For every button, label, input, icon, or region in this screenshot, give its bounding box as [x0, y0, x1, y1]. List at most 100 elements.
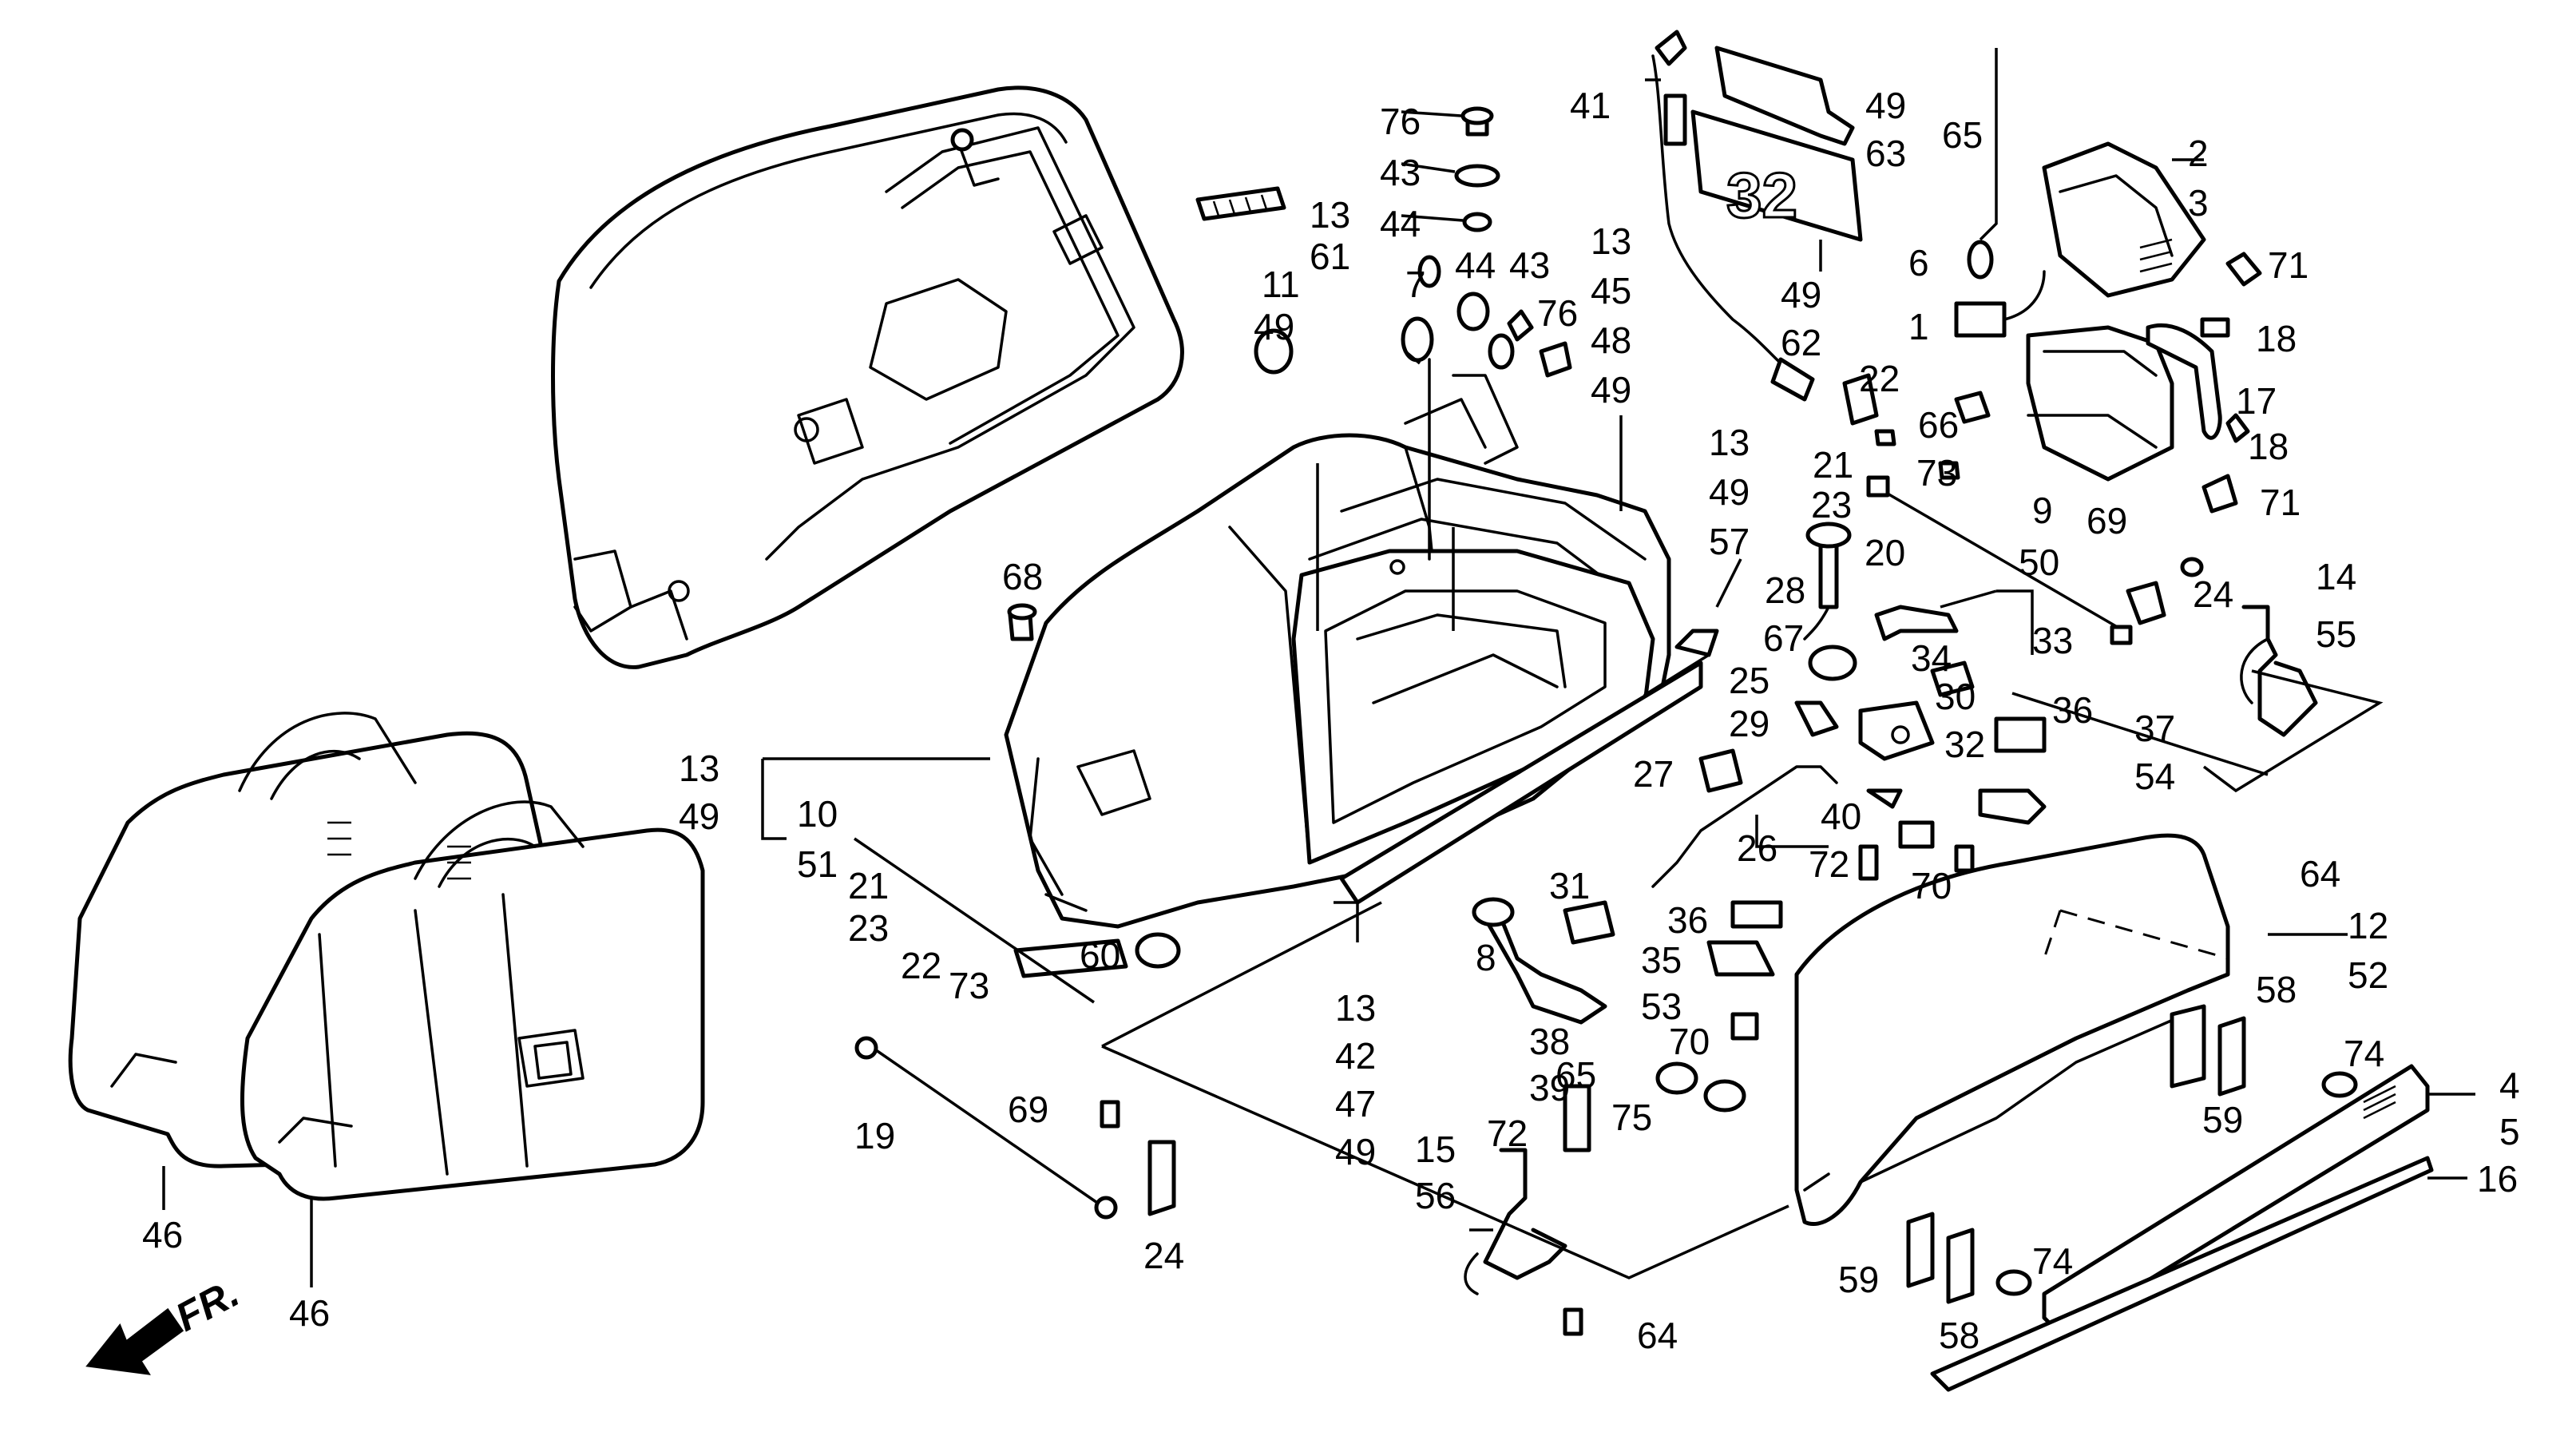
callout-17: 17 — [2236, 380, 2277, 422]
callout-29: 29 — [1729, 703, 1770, 744]
callout-68: 68 — [1002, 556, 1043, 597]
callout-69: 69 — [1008, 1089, 1048, 1130]
callout-10: 10 — [797, 793, 838, 835]
callout-74: 74 — [2344, 1033, 2384, 1074]
callout-59: 59 — [1838, 1259, 1879, 1300]
callout-43: 43 — [1380, 152, 1421, 193]
leader-lines — [761, 48, 2475, 1279]
callout-51: 51 — [797, 843, 838, 885]
callout-65: 65 — [1556, 1054, 1596, 1096]
callout-44: 44 — [1455, 244, 1496, 286]
callout-43: 43 — [1509, 244, 1550, 286]
callout-64: 64 — [1637, 1315, 1678, 1356]
callout-65: 65 — [1942, 114, 1983, 156]
callout-67: 67 — [1763, 617, 1804, 659]
callout-58: 58 — [1939, 1315, 1980, 1356]
callout-21: 21 — [848, 865, 889, 906]
number-plate: 32 — [1726, 159, 1799, 232]
callout-76: 76 — [1380, 101, 1421, 142]
saddlebag-inner-case-drawing — [1004, 358, 1671, 929]
callout-49: 49 — [1254, 306, 1294, 347]
callout-46: 46 — [142, 1214, 183, 1255]
bolts-and-washers-drawing — [1007, 106, 1572, 978]
callout-44: 44 — [1380, 203, 1421, 244]
front-direction-arrow — [85, 1307, 184, 1375]
callout-71: 71 — [2268, 244, 2308, 286]
callout-31: 31 — [1549, 865, 1590, 906]
callout-32: 32 — [1944, 724, 1985, 765]
callout-23: 23 — [1811, 484, 1852, 526]
callout-24: 24 — [2193, 573, 2233, 615]
callout-36: 36 — [1667, 899, 1708, 941]
callout-50: 50 — [2019, 541, 2059, 583]
callout-39: 39 — [1529, 1067, 1570, 1109]
saddlebag-case-drawing — [551, 85, 1184, 669]
callout-46: 46 — [289, 1292, 330, 1334]
callout-30: 30 — [1935, 676, 1976, 717]
callout-8: 8 — [1476, 937, 1496, 978]
callout-75: 75 — [1611, 1097, 1652, 1138]
callout-6: 6 — [1908, 242, 1929, 284]
gasket-strip-drawing — [1339, 629, 1719, 905]
callout-21: 21 — [1813, 444, 1853, 486]
callout-27: 27 — [1633, 753, 1674, 795]
callout-22: 22 — [1859, 358, 1900, 399]
tail-lamp-drawing — [1842, 141, 2262, 514]
callout-24: 24 — [1143, 1235, 1184, 1276]
callout-22: 22 — [901, 945, 941, 986]
callout-16: 16 — [2477, 1158, 2518, 1200]
callout-34: 34 — [1911, 637, 1952, 679]
reflector-strips-drawing — [1906, 1004, 2434, 1392]
callout-23: 23 — [848, 907, 889, 949]
rods-and-latches-drawing — [854, 475, 2318, 1220]
callout-70: 70 — [1669, 1021, 1710, 1062]
callout-41: 41 — [1570, 85, 1611, 126]
callout-60: 60 — [1080, 934, 1120, 976]
callout-19: 19 — [854, 1115, 895, 1156]
callout-40: 40 — [1821, 795, 1861, 837]
callout-9: 9 — [2032, 490, 2053, 531]
hinge-and-misc-drawing — [1100, 897, 1783, 1336]
callout-66: 66 — [1918, 404, 1959, 446]
callout-33: 33 — [2032, 620, 2073, 661]
callout-74: 74 — [2032, 1240, 2073, 1282]
callout-71: 71 — [2260, 482, 2301, 523]
callout-72: 72 — [1487, 1113, 1528, 1154]
callout-59: 59 — [2202, 1099, 2243, 1140]
bag-callout-leaders — [162, 110, 1464, 1287]
callout-7: 7 — [1405, 264, 1426, 305]
callout-18: 18 — [2248, 426, 2289, 467]
callout-18: 18 — [2256, 318, 2297, 359]
cable-and-plates-drawing: 32 — [1651, 30, 1863, 402]
callout-73: 73 — [949, 965, 989, 1006]
callout-73: 73 — [1916, 452, 1957, 494]
callout-36: 36 — [2052, 689, 2093, 731]
luggage-bag-front-drawing — [240, 800, 705, 1201]
callout-69: 69 — [2087, 500, 2127, 541]
callout-11: 11 — [1262, 264, 1300, 305]
callout-70: 70 — [1911, 865, 1952, 906]
lid-drawing — [1794, 833, 2230, 1227]
callout-25: 25 — [1729, 660, 1770, 701]
callout-76: 76 — [1537, 292, 1578, 334]
callout-64: 64 — [2300, 853, 2340, 895]
callout-72: 72 — [1809, 843, 1849, 885]
callout-38: 38 — [1529, 1021, 1570, 1062]
callout-1: 1 — [1908, 306, 1929, 347]
